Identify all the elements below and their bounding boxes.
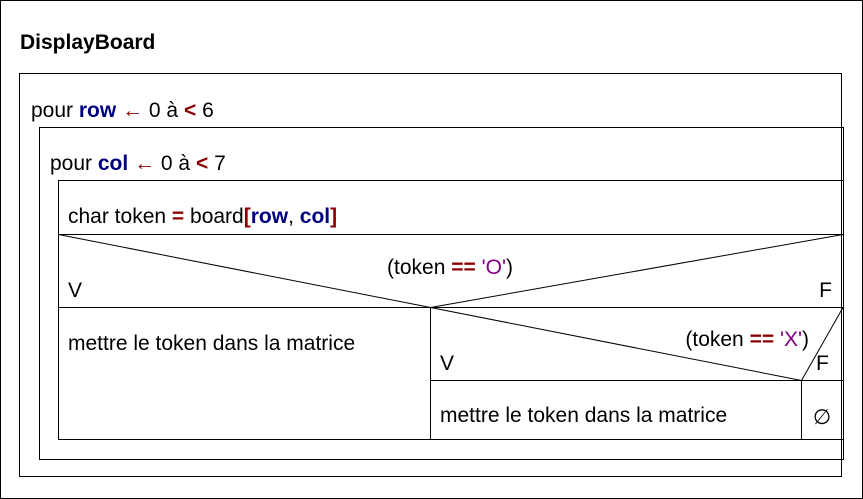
cond2-diag-right	[801, 307, 844, 381]
cond2-true-action: mettre le token dans la matrice	[440, 404, 727, 427]
cond1-diag-right	[430, 234, 844, 308]
cond1-true-label: V	[68, 279, 82, 302]
cond2-false-action-empty-set-icon: ∅	[813, 406, 831, 429]
cond1-false-label: F	[819, 279, 832, 302]
outer-loop-header: pour row ← 0 à < 6	[31, 99, 214, 122]
diagram-title: DisplayBoard	[20, 31, 156, 54]
outer-loop-box	[19, 73, 842, 477]
cond1-diag-left	[58, 234, 431, 308]
inner-loop-header: pour col ← 0 à < 7	[50, 152, 226, 175]
cond2-true-label: V	[440, 352, 454, 375]
cond2-diag-left	[430, 307, 802, 381]
cond1-expression: (token == 'O')	[387, 256, 513, 279]
cond2-expression: (token == 'X')	[685, 328, 809, 351]
assign-statement: char token = board[row, col]	[68, 205, 337, 228]
cond1-true-action: mettre le token dans la matrice	[68, 332, 355, 355]
loop-body-box	[58, 180, 844, 440]
cond2-false-label: F	[816, 352, 829, 375]
